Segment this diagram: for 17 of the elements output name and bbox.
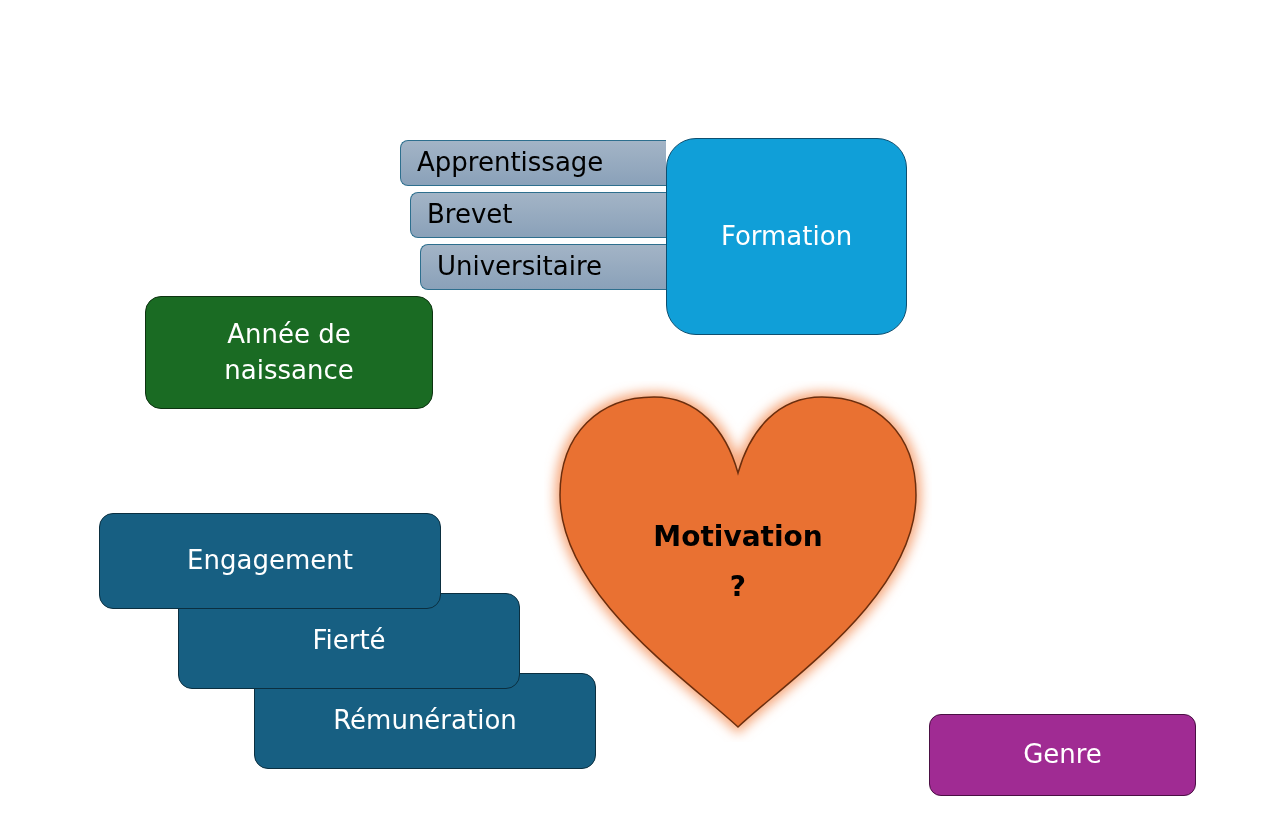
side-tab (420, 244, 666, 290)
node-label: Brevet (427, 198, 513, 232)
node-label: Rémunération (333, 704, 517, 738)
node-label: Formation (720, 219, 853, 253)
category-box (145, 296, 433, 409)
category-box (99, 513, 441, 609)
category-box (929, 714, 1196, 796)
node-label: Engagement (187, 544, 353, 578)
side-tab (410, 192, 666, 238)
node-label: Universitaire (437, 250, 603, 284)
node-label: Genre (1023, 738, 1102, 772)
side-tab (400, 140, 666, 186)
node-label: Motivation ? (653, 518, 823, 605)
node-label: Fierté (312, 624, 386, 658)
node-label: Année de naissance (223, 318, 355, 387)
category-box (666, 138, 907, 335)
node-label: Apprentissage (417, 146, 604, 180)
